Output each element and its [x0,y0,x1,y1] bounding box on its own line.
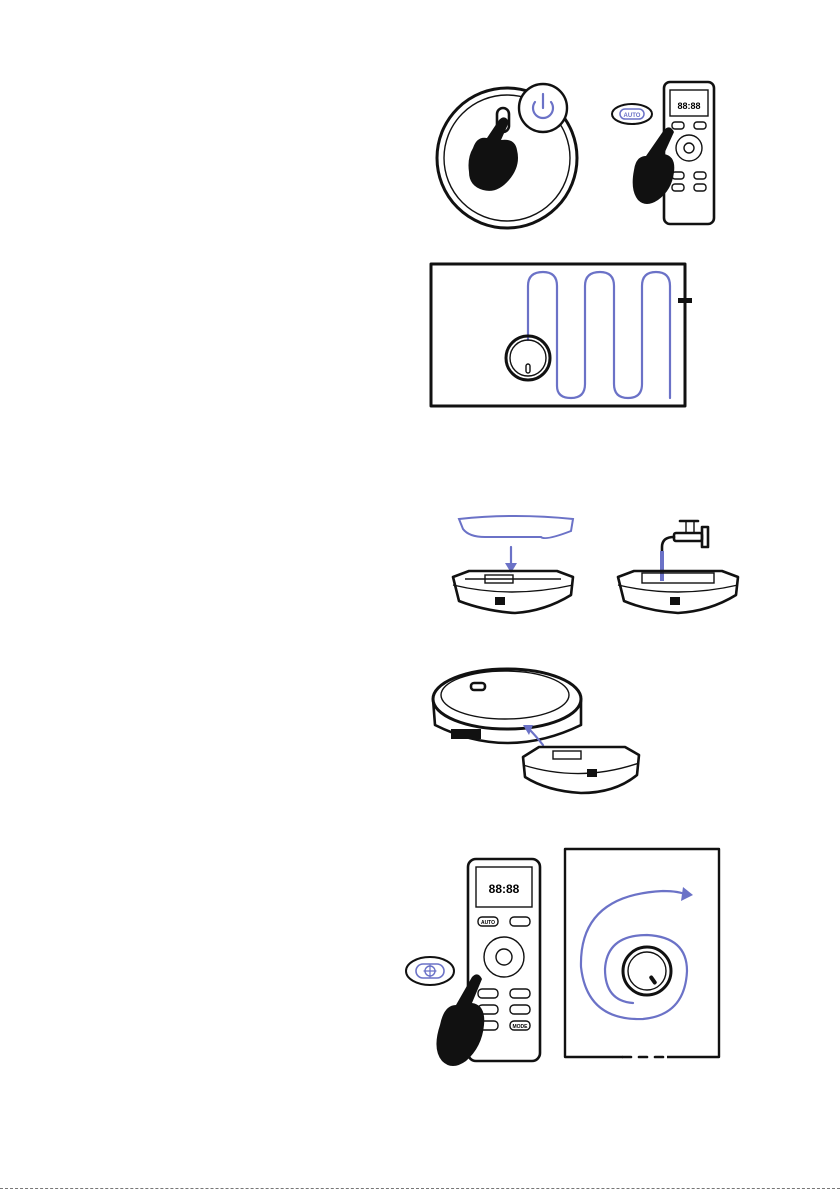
auto-button-callout: AUTO [612,104,652,124]
figure-power-button-press [425,78,585,228]
figure-spiral-spot-cleaning [563,847,723,1062]
water-tank-icon [618,571,738,613]
mop-cloth-icon [459,516,573,538]
hand-icon [633,127,675,204]
faucet-icon [662,521,708,551]
robot-vacuum-icon [433,669,581,743]
remote-mode-label: MODE [513,1024,529,1030]
spot-button-callout [406,957,454,985]
door-gap-marks [623,1052,667,1060]
remote-auto-label: AUTO [481,920,495,926]
water-tank-icon [453,571,573,613]
bottom-rule [0,1188,840,1189]
hand-icon [469,117,519,190]
robot-vacuum-icon [623,947,671,995]
figure-install-water-tank [425,665,643,795]
auto-button-label: AUTO [624,113,641,119]
remote-display-digits: 88:88 [489,882,520,896]
power-callout [519,84,567,132]
figure-fill-water-tank [612,515,748,620]
hand-icon [436,974,484,1066]
figure-zigzag-cleaning-path [428,258,692,410]
remote-control-icon: 88:88 [664,82,714,224]
figure-remote-spot-press: 88:88 AUTO MODE [406,855,544,1073]
figure-remote-auto-press: 88:88 AUTO [612,78,720,228]
figure-attach-mop-cloth [445,515,581,620]
remote-display-digits: 88:88 [677,101,700,111]
robot-vacuum-icon [506,336,550,380]
down-arrow [505,547,517,573]
water-tank-icon [523,747,639,793]
water-stream [660,551,664,581]
